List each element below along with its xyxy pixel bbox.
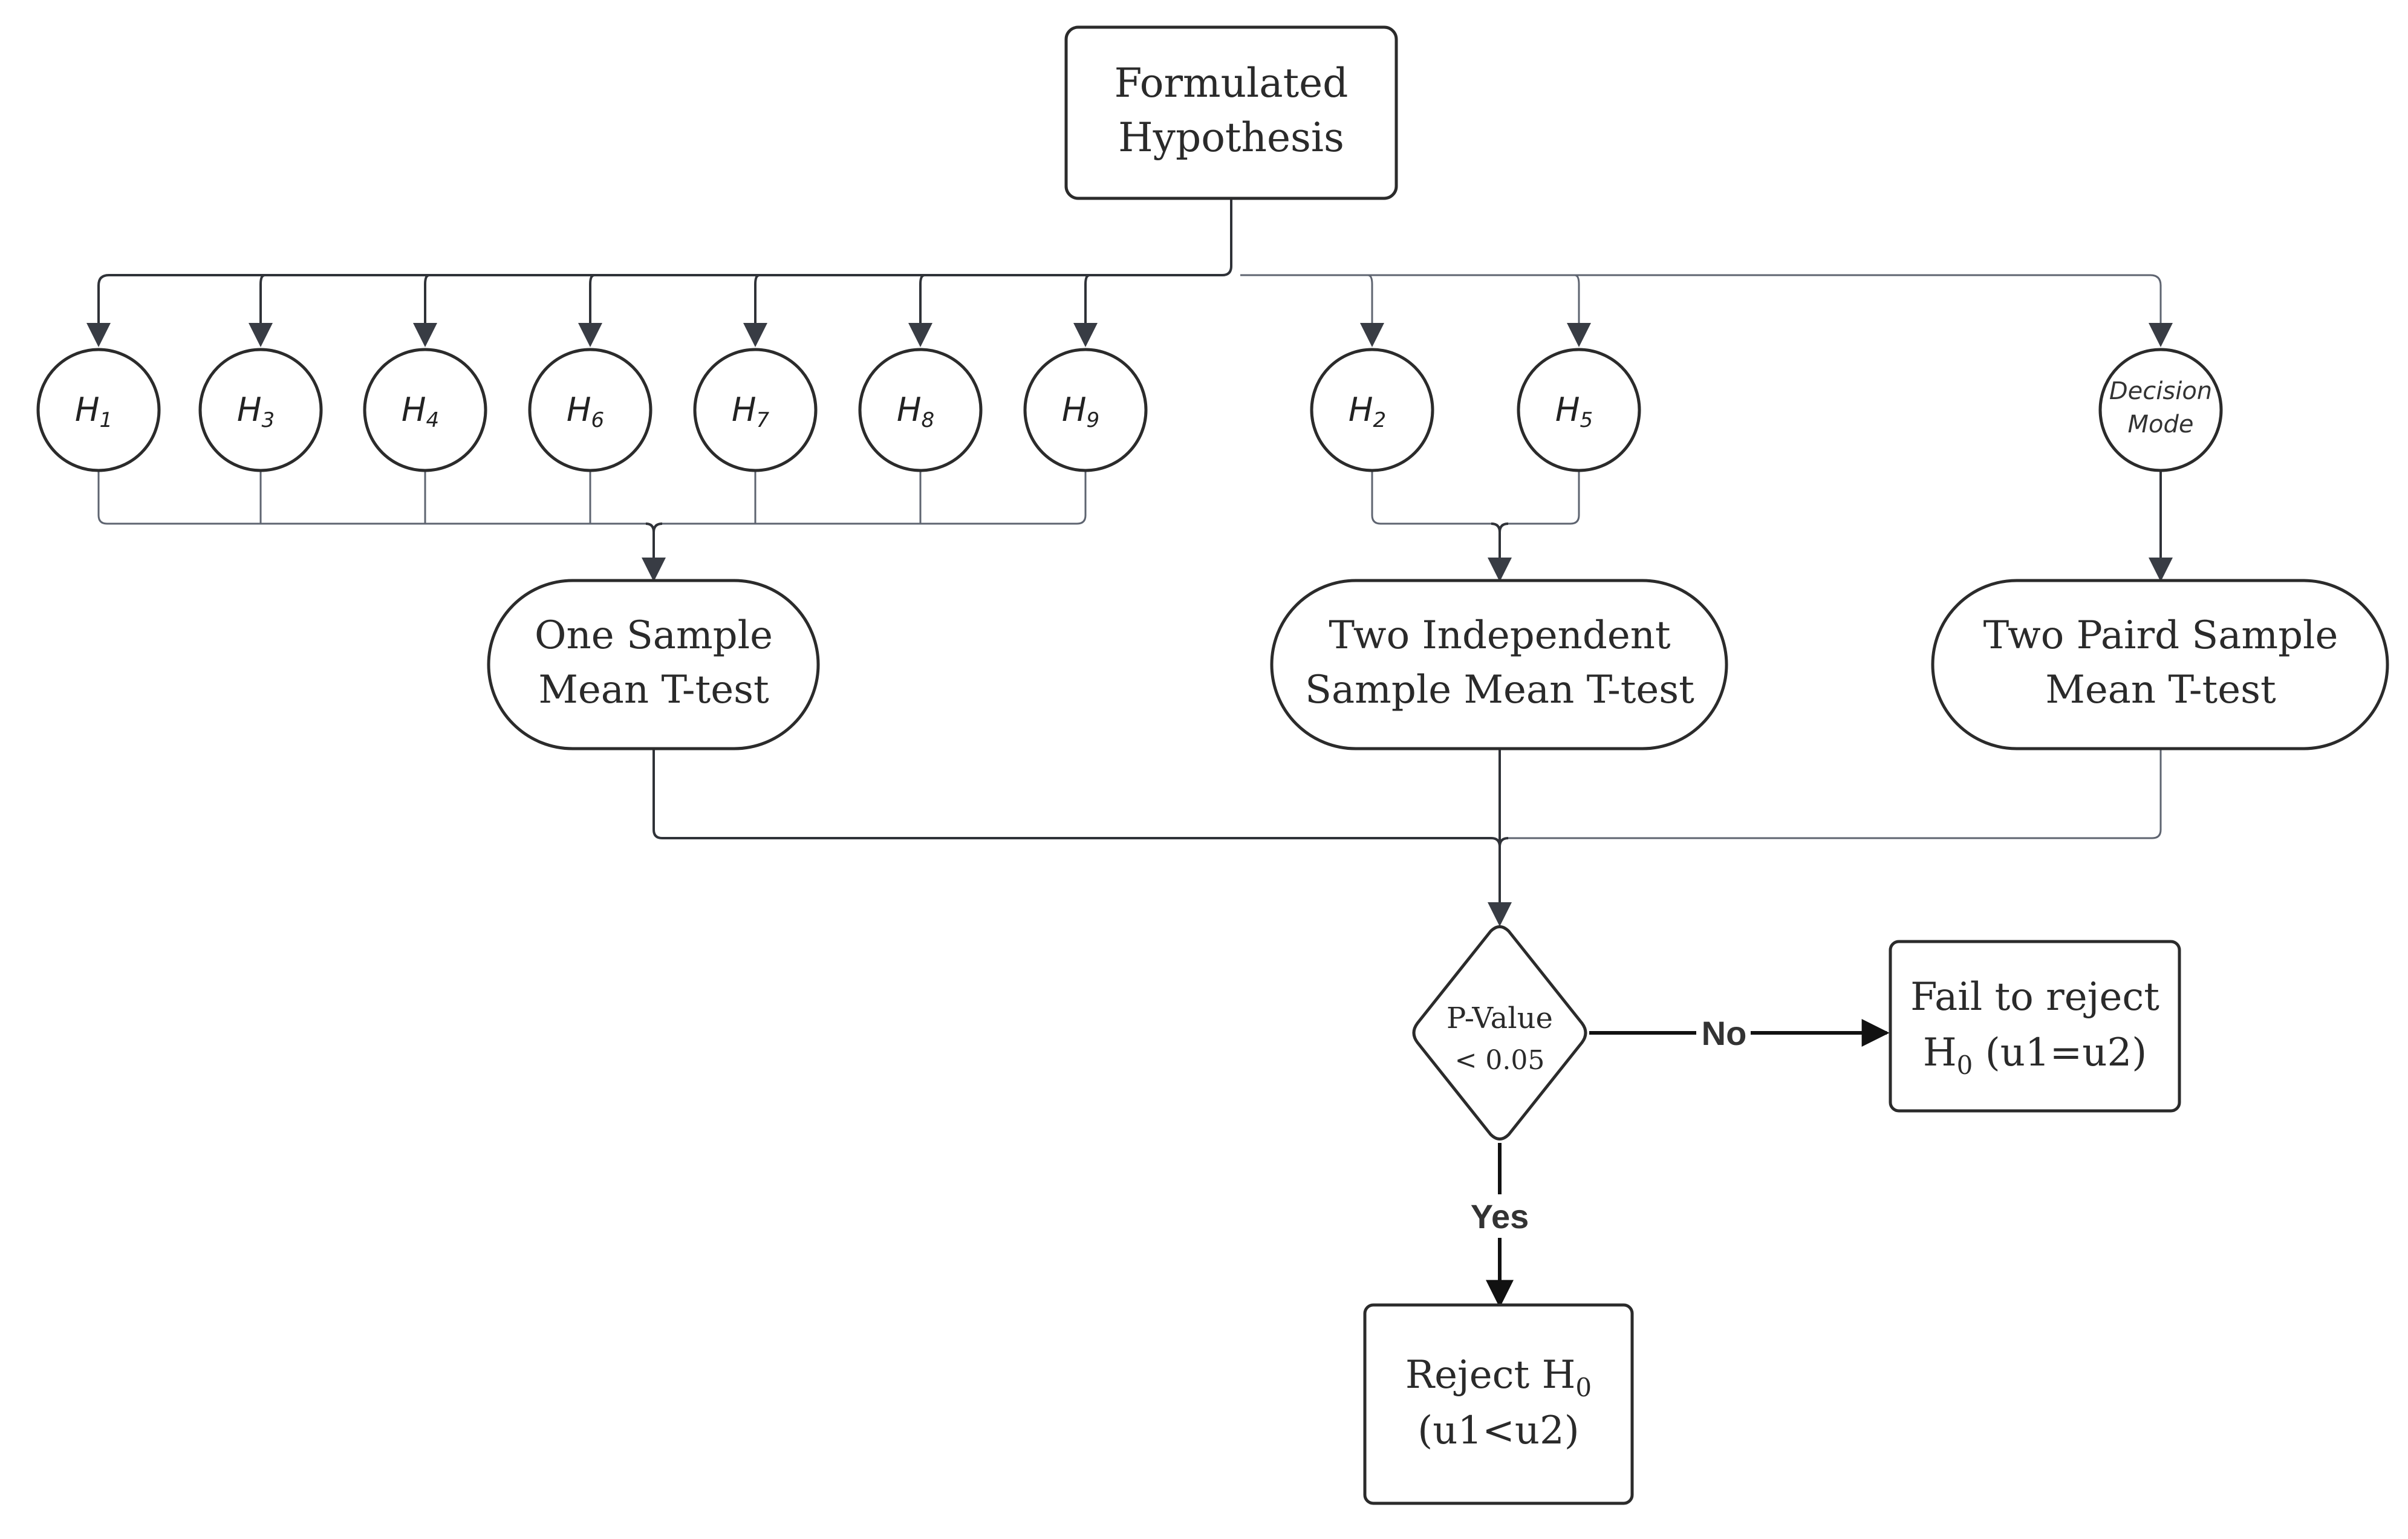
hypothesis-letter: H [75, 391, 100, 429]
hypothesis-subscript: 5 [1580, 408, 1593, 432]
two-independent-line2: Sample Mean T-test [1305, 668, 1694, 712]
svg-text:H1: H1 [75, 391, 112, 432]
hypothesis-letter: H [732, 391, 757, 429]
hypothesis-node: H1 [36, 348, 161, 472]
svg-text:H7: H7 [732, 391, 770, 432]
svg-text:H3: H3 [237, 391, 275, 432]
hypothesis-node: H7 [693, 348, 818, 472]
formulated-line2: Hypothesis [1118, 114, 1344, 161]
svg-text:H5: H5 [1555, 391, 1593, 432]
fail-reject-condition: (u1=u2) [1973, 1030, 2147, 1075]
edges-fanout [86, 200, 2173, 347]
svg-text:Reject H0: Reject H0 [1405, 1353, 1592, 1402]
two-paired-line1: Two Paird Sample [1983, 613, 2338, 658]
svg-text:H2: H2 [1349, 391, 1386, 432]
hypothesis-subscript: 1 [99, 408, 112, 432]
hypothesis-subscript: 7 [756, 408, 769, 432]
hypothesis-letter: H [1062, 391, 1087, 429]
svg-text:H0 (u1=u2): H0 (u1=u2) [1923, 1030, 2147, 1080]
two-independent-line1: Two Independent [1329, 613, 1671, 658]
hypothesis-circles: H1 H3 H4 H6 H7 H8 H9 H2 [36, 348, 2223, 472]
hypothesis-subscript: 3 [261, 408, 275, 432]
hypothesis-node: H8 [858, 348, 983, 472]
no-edge-label: No [1702, 1014, 1747, 1052]
hypothesis-subscript: 9 [1086, 408, 1099, 432]
edges-merge [97, 469, 2173, 582]
hypothesis-letter: H [897, 391, 922, 429]
fail-to-reject-node: Fail to reject H0 (u1=u2) [1889, 940, 2181, 1113]
hypothesis-subscript: 4 [426, 408, 439, 432]
hypothesis-node: H6 [528, 348, 652, 472]
yes-edge-label: Yes [1471, 1197, 1529, 1235]
reject-condition: (u1<u2) [1417, 1408, 1579, 1453]
hypothesis-letter: H [567, 391, 591, 429]
formulated-hypothesis-node: Formulated Hypothesis [1064, 25, 1398, 200]
reject-node: Reject H0 (u1<u2) [1363, 1303, 1634, 1505]
svg-text:H6: H6 [567, 391, 604, 432]
svg-text:H8: H8 [897, 391, 934, 432]
hypothesis-node: H4 [363, 348, 487, 472]
two-paired-node: Two Paird Sample Mean T-test [1931, 579, 2389, 750]
p-value-decision-node: P-Value < 0.05 [1412, 925, 1587, 1140]
hypothesis-letter: H [1555, 391, 1580, 429]
formulated-line1: Formulated [1115, 60, 1349, 106]
fail-reject-subscript: 0 [1957, 1050, 1973, 1080]
one-sample-node: One Sample Mean T-test [487, 579, 820, 750]
hypothesis-subscript: 2 [1373, 408, 1386, 432]
edges-outcomes: No Yes [1460, 1012, 1890, 1308]
p-value-line1: P-Value [1446, 1001, 1553, 1035]
p-value-line2: < 0.05 [1455, 1045, 1545, 1076]
hypothesis-node: H3 [198, 348, 323, 472]
decision-mode-line2: Mode [2128, 411, 2194, 438]
two-independent-node: Two Independent Sample Mean T-test [1270, 579, 1728, 750]
hypothesis-subscript: 6 [591, 408, 604, 432]
reject-subscript: 0 [1575, 1373, 1592, 1402]
decision-mode-line1: Decision [2109, 377, 2212, 405]
hypothesis-letter: H [237, 391, 262, 429]
hypothesis-letter: H [1349, 391, 1373, 429]
hypothesis-node: H9 [1023, 348, 1148, 472]
two-paired-line2: Mean T-test [2045, 668, 2276, 712]
fail-reject-line1: Fail to reject [1910, 975, 2159, 1020]
hypothesis-subscript: 8 [921, 408, 934, 432]
svg-text:H4: H4 [402, 391, 439, 432]
hypothesis-letter: H [402, 391, 426, 429]
reject-label: Reject H [1405, 1353, 1576, 1397]
edges-to-pvalue [652, 749, 2162, 926]
one-sample-line1: One Sample [535, 613, 773, 658]
fail-reject-h: H [1923, 1030, 1957, 1075]
svg-text:H9: H9 [1062, 391, 1099, 432]
one-sample-line2: Mean T-test [538, 668, 769, 712]
hypothesis-node: H2 [1310, 348, 1434, 472]
hypothesis-node: H5 [1517, 348, 1641, 472]
decision-mode-node: Decision Mode [2098, 348, 2223, 472]
